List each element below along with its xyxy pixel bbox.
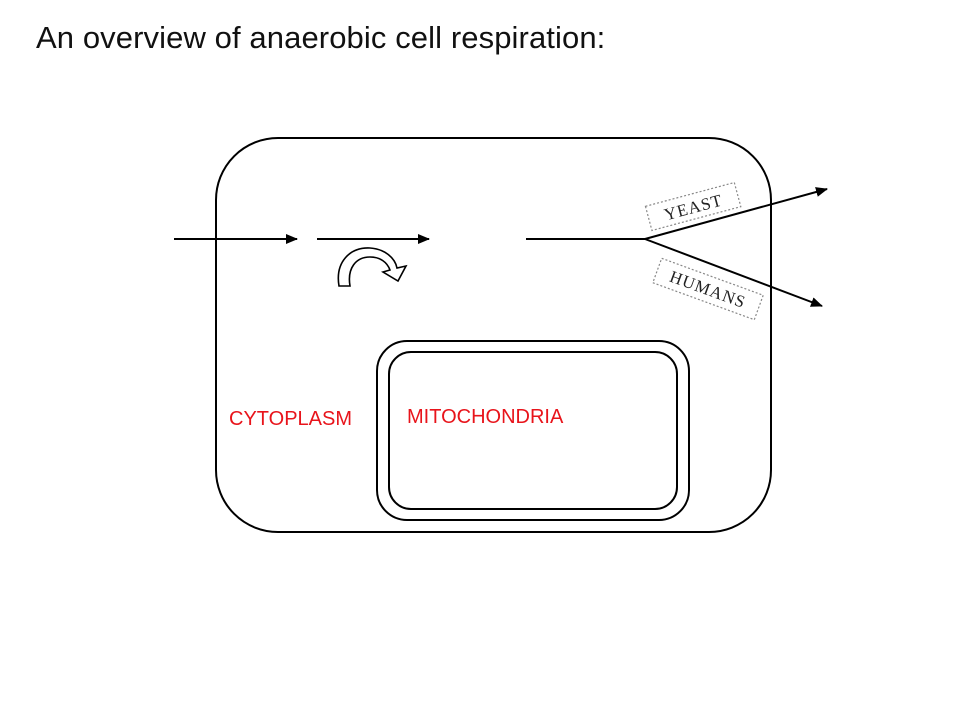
curved-arrow-icon: [337, 247, 408, 287]
humans-branch-arrow: [644, 238, 823, 307]
yeast-branch-arrow: [644, 187, 828, 240]
cell-outline: [215, 137, 772, 533]
mitochondrion-outer-membrane: [376, 340, 690, 521]
mitochondria-label: MITOCHONDRIA: [407, 406, 564, 428]
mitochondrion-inner-membrane: [388, 351, 678, 510]
humans-tag: HUMANS: [652, 257, 764, 321]
cytoplasm-label: CYTOPLASM: [229, 408, 352, 430]
yeast-tag: YEAST: [644, 181, 742, 232]
slide-title: An overview of anaerobic cell respiratio…: [36, 20, 606, 55]
